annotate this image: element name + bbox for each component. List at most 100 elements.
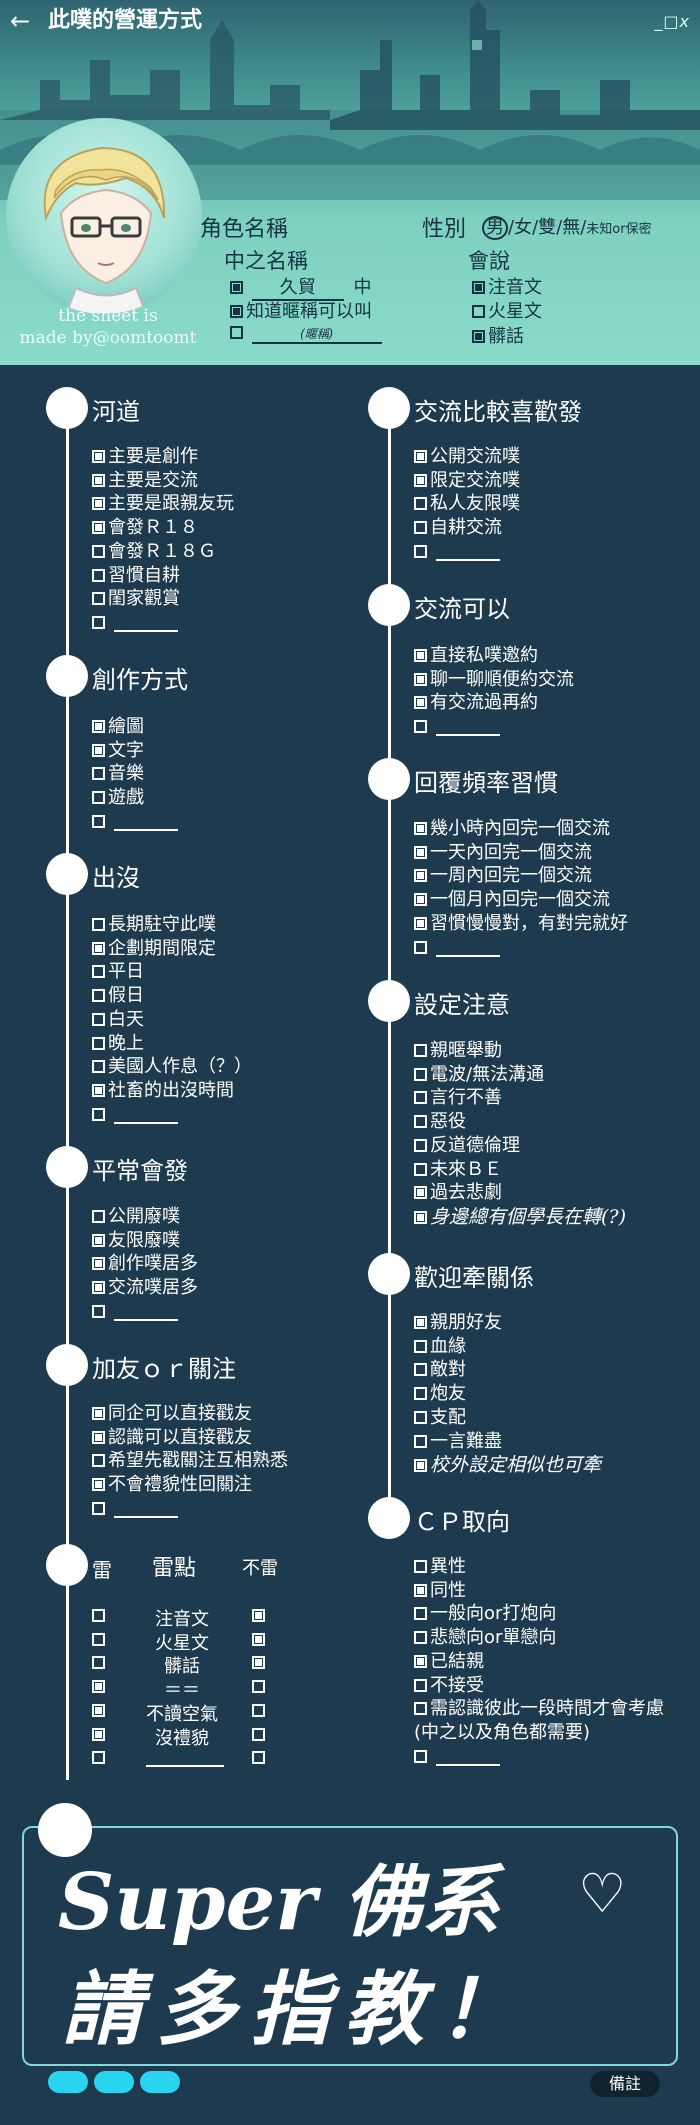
checkbox[interactable] bbox=[414, 1387, 427, 1401]
appearance-option[interactable]: 美國人作息（？） bbox=[92, 1056, 252, 1078]
ok-checkbox[interactable] bbox=[252, 1632, 265, 1646]
river-option[interactable]: 主要是交流 bbox=[92, 470, 198, 492]
ok-checkbox[interactable] bbox=[252, 1751, 265, 1765]
setting-option[interactable]: 過去悲劇 bbox=[414, 1182, 502, 1204]
checkbox[interactable] bbox=[92, 544, 105, 558]
checkbox[interactable] bbox=[414, 1210, 427, 1224]
exchange-prefer-option[interactable]: 自耕交流 bbox=[414, 517, 502, 539]
checkbox[interactable] bbox=[414, 1583, 427, 1597]
checkbox[interactable] bbox=[414, 720, 427, 734]
relation-option[interactable]: 親朋好友 bbox=[414, 1312, 502, 1334]
checkbox[interactable] bbox=[414, 473, 427, 487]
appearance-option[interactable]: 白天 bbox=[92, 1009, 144, 1031]
blank-input-line[interactable] bbox=[114, 815, 178, 831]
friend-option[interactable]: 認識可以直接戳友 bbox=[92, 1427, 252, 1449]
checkbox[interactable] bbox=[92, 1060, 105, 1074]
relation-option[interactable]: 敵對 bbox=[414, 1359, 466, 1381]
checkbox[interactable] bbox=[414, 1434, 427, 1448]
checkbox[interactable] bbox=[92, 521, 105, 535]
relation-option[interactable]: 一言難盡 bbox=[414, 1431, 502, 1453]
blank-input-line[interactable] bbox=[436, 545, 500, 561]
checkbox[interactable] bbox=[92, 720, 105, 733]
gender-male-selected[interactable]: 男 bbox=[482, 216, 508, 240]
thunder-checkbox[interactable] bbox=[92, 1632, 105, 1646]
creation-option[interactable] bbox=[92, 811, 178, 833]
checkbox[interactable] bbox=[414, 1115, 427, 1129]
window-controls-icon[interactable]: _□x bbox=[654, 12, 690, 31]
checkbox[interactable] bbox=[92, 1430, 105, 1444]
creation-option[interactable]: 遊戲 bbox=[92, 787, 144, 809]
river-option[interactable]: 主要是跟親友玩 bbox=[92, 493, 234, 515]
page-indicator-1[interactable] bbox=[48, 2071, 88, 2093]
setting-option[interactable]: 親暱舉動 bbox=[414, 1040, 502, 1062]
river-option[interactable]: 會發Ｒ１８ bbox=[92, 517, 198, 539]
creation-option[interactable]: 音樂 bbox=[92, 763, 144, 785]
checkbox[interactable] bbox=[92, 615, 105, 629]
checkbox[interactable] bbox=[92, 473, 105, 487]
remark-button[interactable]: 備註 bbox=[590, 2071, 660, 2097]
checkbox[interactable] bbox=[414, 1138, 427, 1152]
checkbox[interactable] bbox=[92, 941, 105, 955]
checkbox[interactable] bbox=[414, 672, 427, 686]
cp-option[interactable]: 已結親 bbox=[414, 1651, 484, 1673]
reply-option[interactable]: 習慣慢慢對，有對完就好 bbox=[414, 913, 628, 935]
friend-option[interactable]: 同企可以直接戳友 bbox=[92, 1403, 252, 1425]
checkbox[interactable] bbox=[92, 1107, 105, 1121]
posting-option[interactable]: 公開廢噗 bbox=[92, 1206, 180, 1228]
checkbox[interactable] bbox=[414, 696, 427, 710]
checkbox[interactable] bbox=[92, 1454, 105, 1468]
pl-name-value[interactable]: 久貿 bbox=[251, 273, 344, 301]
checkbox[interactable] bbox=[414, 450, 427, 463]
relation-option[interactable]: 支配 bbox=[414, 1407, 466, 1429]
checkbox[interactable] bbox=[92, 1407, 105, 1420]
posting-option[interactable] bbox=[92, 1301, 178, 1323]
exchange-ok-option[interactable]: 聊一聊順便約交流 bbox=[414, 669, 574, 691]
appearance-option[interactable] bbox=[92, 1104, 178, 1126]
checkbox[interactable] bbox=[92, 450, 105, 463]
pl-name-field[interactable]: 久貿 中 bbox=[230, 273, 371, 301]
relation-option[interactable]: 血緣 bbox=[414, 1336, 466, 1358]
river-option[interactable]: 習慣自耕 bbox=[92, 565, 180, 587]
river-option[interactable]: 閨家觀賞 bbox=[92, 588, 180, 610]
appearance-option[interactable]: 企劃期間限定 bbox=[92, 938, 216, 960]
checkbox[interactable] bbox=[92, 1281, 105, 1295]
checkbox[interactable] bbox=[414, 869, 427, 883]
checkbox[interactable] bbox=[92, 1083, 105, 1097]
language-option-2[interactable]: 髒話 bbox=[472, 322, 524, 348]
blank-input-line[interactable] bbox=[436, 941, 500, 957]
checkbox[interactable] bbox=[414, 497, 427, 511]
checkbox[interactable] bbox=[92, 989, 105, 1003]
exchange-prefer-option[interactable]: 公開交流噗 bbox=[414, 446, 520, 468]
checkbox[interactable] bbox=[92, 814, 105, 828]
checkbox[interactable] bbox=[414, 1363, 427, 1377]
nickname-known-option[interactable]: 知道暱稱可以叫 bbox=[230, 297, 372, 323]
checkbox[interactable] bbox=[414, 1186, 427, 1200]
creation-option[interactable]: 繪圖 bbox=[92, 716, 144, 738]
checkbox[interactable] bbox=[92, 592, 105, 606]
relation-option[interactable]: 校外設定相似也可牽 bbox=[414, 1454, 601, 1477]
nickname-placeholder[interactable]: (暱稱) bbox=[251, 325, 382, 344]
checkbox[interactable] bbox=[414, 845, 427, 859]
reply-option[interactable]: 一個月內回完一個交流 bbox=[414, 889, 610, 911]
checkbox[interactable] bbox=[92, 767, 105, 781]
setting-option[interactable]: 未來ＢＥ bbox=[414, 1159, 502, 1181]
nickname-checkbox[interactable] bbox=[230, 326, 243, 339]
reply-option[interactable]: 一周內回完一個交流 bbox=[414, 865, 592, 887]
posting-option[interactable]: 創作噗居多 bbox=[92, 1253, 198, 1275]
checkbox[interactable] bbox=[414, 1316, 427, 1329]
checkbox[interactable] bbox=[92, 1233, 105, 1247]
language-option-1[interactable]: 火星文 bbox=[472, 297, 542, 323]
cp-option[interactable]: 不接受 bbox=[414, 1675, 484, 1697]
river-option[interactable]: 會發Ｒ１８Ｇ bbox=[92, 541, 216, 563]
thunder-checkbox[interactable] bbox=[92, 1680, 105, 1694]
checkbox[interactable] bbox=[414, 1702, 427, 1716]
ok-checkbox[interactable] bbox=[252, 1727, 265, 1741]
thunder-checkbox[interactable] bbox=[92, 1727, 105, 1741]
ok-checkbox[interactable] bbox=[252, 1680, 265, 1694]
appearance-option[interactable]: 假日 bbox=[92, 985, 144, 1007]
exchange-prefer-option[interactable]: 限定交流噗 bbox=[414, 470, 520, 492]
blank-input-line[interactable] bbox=[114, 1108, 178, 1124]
setting-option[interactable]: 電波/無法溝通 bbox=[414, 1064, 544, 1086]
appearance-option[interactable]: 長期駐守此噗 bbox=[92, 914, 216, 936]
river-option[interactable] bbox=[92, 612, 178, 634]
